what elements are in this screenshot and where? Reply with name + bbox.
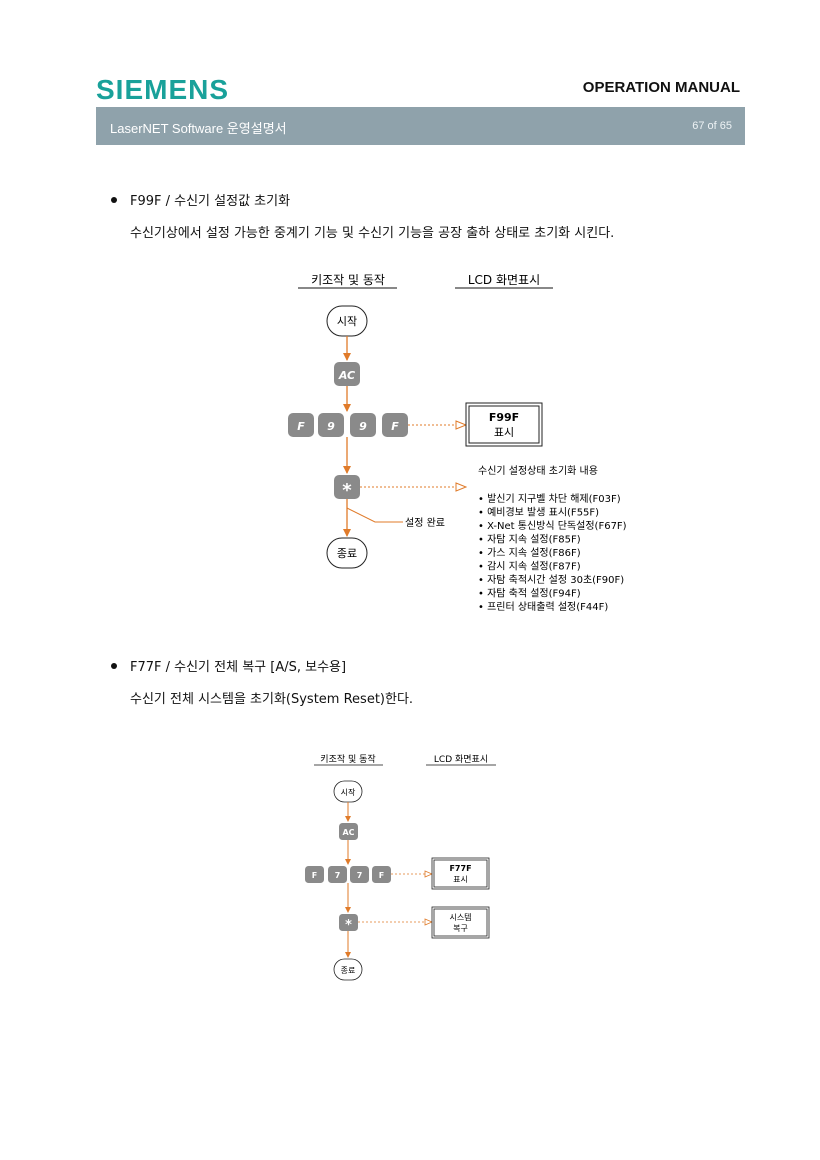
end-terminal: 종료 (333, 958, 363, 981)
key-9-2: 9 (350, 413, 376, 437)
key-label: 7 (335, 871, 341, 880)
document-title: LaserNET Software 운영설명서 (110, 121, 287, 136)
key-label: F (391, 420, 399, 433)
start-terminal: 시작 (326, 305, 368, 337)
lcd-code: F77F (449, 864, 471, 873)
lcd-line1: 시스템 (449, 912, 471, 922)
info-item: • 감시 지속 설정(F87F) (478, 561, 581, 573)
lcd-column-header: LCD 화면표시 (434, 754, 488, 765)
end-terminal: 종료 (326, 537, 368, 569)
f99f-flowchart: 키조작 및 동작 LCD 화면표시 시작 AC F 9 9 F F99F 표시 (288, 273, 627, 613)
start-label: 시작 (337, 315, 357, 328)
key-label: 7 (357, 871, 363, 880)
lcd-display-f99f: F99F 표시 (465, 402, 543, 447)
key-label: F (379, 871, 384, 880)
ac-key: AC (339, 823, 358, 840)
star-key: * (339, 914, 358, 933)
key-7-1: 7 (328, 866, 347, 883)
ac-key-label: AC (338, 369, 355, 382)
keys-column-header: 키조작 및 동작 (311, 273, 385, 287)
lcd-display-f77f: F77F 표시 (431, 857, 490, 890)
header-bar (96, 107, 745, 145)
lcd-display-system-restore: 시스템 복구 (431, 906, 490, 939)
siemens-logo: SIEMENS (96, 74, 230, 105)
info-item: • 자탐 축적 설정(F94F) (478, 588, 581, 600)
info-item: • 예비경보 발생 표시(F55F) (478, 506, 599, 519)
lcd-column-header: LCD 화면표시 (468, 273, 540, 287)
lcd-line2: 복구 (453, 924, 468, 933)
key-label: 9 (359, 420, 367, 433)
f77f-flowchart: 키조작 및 동작 LCD 화면표시 시작 AC F 7 7 F F77F 표시 … (305, 753, 496, 981)
star-key: * (334, 475, 360, 501)
info-item: • 자탐 지속 설정(F85F) (478, 534, 581, 546)
lcd-label: 표시 (494, 426, 514, 439)
info-title: 수신기 설정상태 초기화 내용 (478, 465, 598, 477)
start-terminal: 시작 (333, 780, 363, 803)
key-f-1: F (288, 413, 314, 437)
info-item: • 발신기 지구벨 차단 해제(F03F) (478, 492, 621, 505)
lcd-code: F99F (489, 411, 519, 424)
key-7-2: 7 (350, 866, 369, 883)
done-label: 설정 완료 (405, 517, 445, 529)
key-label: F (312, 871, 317, 880)
info-item: • X-Net 통신방식 단독설정(F67F) (478, 520, 627, 532)
keys-column-header: 키조작 및 동작 (320, 753, 375, 765)
bullet-icon (111, 197, 117, 203)
start-label: 시작 (341, 787, 356, 797)
star-key-label: * (342, 480, 352, 501)
key-f-2: F (372, 866, 391, 883)
end-label: 종료 (341, 966, 356, 975)
section1-description: 수신기상에서 설정 가능한 중계기 기능 및 수신기 기능을 공장 출하 상태로… (130, 226, 615, 241)
manual-title: OPERATION MANUAL (582, 79, 740, 96)
page-number: 67 of 65 (692, 120, 732, 132)
key-f-2: F (382, 413, 408, 437)
info-item: • 가스 지속 설정(F86F) (478, 547, 581, 559)
section1-heading: F99F / 수신기 설정값 초기화 (130, 194, 291, 209)
info-item: • 프린터 상태출력 설정(F44F) (478, 601, 608, 613)
key-9-1: 9 (318, 413, 344, 437)
ac-key: AC (334, 362, 360, 386)
star-key-label: * (345, 918, 352, 933)
end-label: 종료 (337, 547, 357, 560)
key-label: 9 (327, 420, 335, 433)
ac-key-label: AC (342, 828, 354, 837)
lcd-label: 표시 (453, 875, 468, 884)
section2-heading: F77F / 수신기 전체 복구 [A/S, 보수용] (130, 660, 347, 675)
bullet-icon (111, 663, 117, 669)
section2-description: 수신기 전체 시스템을 초기화(System Reset)한다. (130, 692, 414, 707)
info-item: • 자탐 축적시간 설정 30초(F90F) (478, 574, 624, 586)
key-f-1: F (305, 866, 324, 883)
key-label: F (297, 420, 305, 433)
